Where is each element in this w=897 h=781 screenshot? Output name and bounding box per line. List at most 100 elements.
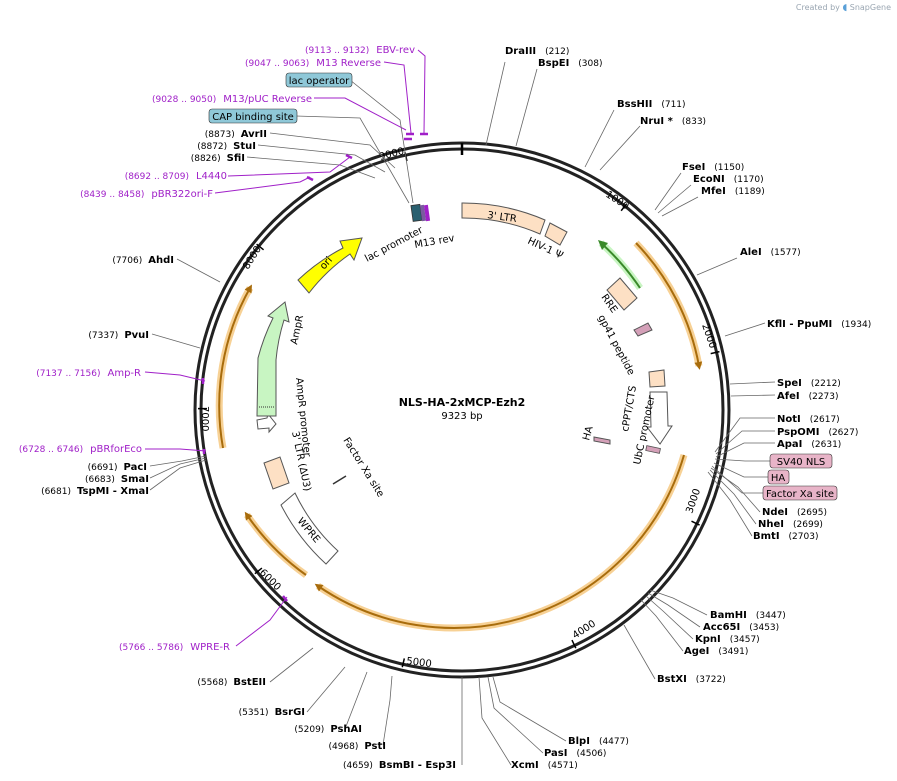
- enzyme-site-32[interactable]: PacI(6691): [88, 462, 147, 473]
- primer-0[interactable]: EBV-rev(9113 .. 9132): [305, 45, 415, 56]
- snapgene-logo-icon: ◖: [842, 3, 848, 13]
- primer-2[interactable]: M13/pUC Reverse(9028 .. 9050): [152, 94, 312, 105]
- feature-ha: [593, 436, 611, 445]
- enzyme-site-37[interactable]: AvrII(8873): [205, 129, 267, 140]
- label-ha: HA: [581, 425, 595, 442]
- enzyme-name: SmaI: [121, 474, 149, 485]
- enzyme-name: BstEII: [233, 677, 266, 688]
- enzyme-name: MfeI: [701, 186, 726, 197]
- enzyme-name: AfeI: [777, 391, 800, 402]
- enzyme-site-2[interactable]: BssHII(711): [617, 99, 686, 110]
- enzyme-position: (8826): [191, 154, 221, 164]
- arc-orf-right: [633, 240, 703, 367]
- enzyme-site-17[interactable]: BamHI(3447): [710, 610, 786, 621]
- enzyme-site-7[interactable]: AleI(1577): [740, 247, 801, 258]
- enzyme-site-18[interactable]: Acc65I(3453): [703, 622, 779, 633]
- enzyme-site-34[interactable]: AhdI(7706): [112, 255, 174, 266]
- enzyme-site-23[interactable]: PasI(4506): [544, 748, 606, 759]
- enzyme-site-36[interactable]: StuI(8872): [197, 141, 256, 152]
- enzyme-site-13[interactable]: ApaI(2631): [777, 439, 841, 450]
- enzyme-site-28[interactable]: BsrGI(5351): [239, 707, 305, 718]
- enzyme-site-1[interactable]: BspEI(308): [538, 58, 603, 69]
- enzyme-site-5[interactable]: EcoNI(1170): [693, 174, 764, 185]
- enzyme-name: SpeI: [777, 378, 802, 389]
- feature-rre: [606, 277, 638, 311]
- primer-name: WPRE-R: [190, 642, 230, 653]
- enzyme-position: (212): [545, 47, 569, 57]
- plasmid-name: NLS-HA-2xMCP-Ezh2: [399, 396, 526, 409]
- enzyme-site-24[interactable]: XcmI(4571): [511, 760, 578, 771]
- enzyme-site-0[interactable]: DraIII (212): [505, 46, 569, 57]
- primer-5[interactable]: Amp-R(7137 .. 7156): [36, 368, 141, 379]
- primer-7[interactable]: WPRE-R (5766 .. 5786): [119, 642, 230, 653]
- enzyme-site-9[interactable]: SpeI(2212): [777, 378, 841, 389]
- enzyme-site-6[interactable]: MfeI (1189): [701, 186, 765, 197]
- enzyme-site-29[interactable]: BstEII(5568): [197, 677, 266, 688]
- enzyme-site-22[interactable]: BlpI (4477): [568, 736, 629, 747]
- primer-name: M13/pUC Reverse: [223, 94, 312, 105]
- enzyme-site-27[interactable]: PshAI(5209): [294, 724, 362, 735]
- enzyme-position: (1189): [735, 187, 765, 197]
- enzyme-site-15[interactable]: NheI(2699): [758, 519, 823, 530]
- enzyme-site-4[interactable]: FseI (1150): [682, 162, 744, 173]
- enzyme-site-20[interactable]: AgeI(3491): [684, 646, 748, 657]
- enzyme-position: (308): [578, 59, 602, 69]
- primer-1[interactable]: M13 Reverse(9047 .. 9063): [245, 58, 381, 69]
- enzyme-site-19[interactable]: KpnI(3457): [695, 634, 760, 645]
- enzyme-name: StuI: [233, 141, 256, 152]
- primer-6[interactable]: pBRforEco(6728 .. 6746): [19, 444, 142, 455]
- tick-label-6000: 6000: [257, 567, 283, 593]
- enzyme-site-31[interactable]: SmaI (6683): [85, 474, 149, 485]
- arc-ezh2-line: [314, 454, 685, 629]
- enzyme-site-30[interactable]: TspMI - XmaI(6681): [41, 486, 149, 497]
- enzyme-site-14[interactable]: NdeI(2695): [762, 507, 827, 518]
- label-factor-xa: Factor Xa site: [340, 436, 385, 500]
- enzyme-site-3[interactable]: NruI *(833): [640, 116, 706, 127]
- feature-ubc-promoter: [645, 391, 673, 445]
- enzyme-position: (7337): [88, 331, 118, 341]
- enzyme-position: (6683): [85, 475, 115, 485]
- enzyme-site-33[interactable]: PvuI(7337): [88, 330, 149, 341]
- primer-3[interactable]: L4440(8692 .. 8709): [125, 171, 227, 182]
- feature-factor-xa: [332, 475, 347, 485]
- feature-ampr: [256, 301, 290, 417]
- enzyme-name: EcoNI: [693, 174, 725, 185]
- enzyme-name: PstI: [364, 741, 386, 752]
- feature-ori: [297, 237, 363, 294]
- enzyme-name: SfiI: [227, 153, 245, 164]
- enzyme-site-25[interactable]: BsmBI - Esp3I(4659): [343, 760, 456, 771]
- enzyme-site-16[interactable]: BmtI(2703): [753, 531, 818, 542]
- primer-name: EBV-rev: [376, 45, 415, 56]
- enzyme-site-35[interactable]: SfiI (8826): [191, 153, 245, 164]
- tick-mark-4000: [571, 639, 577, 649]
- enzyme-name: PspOMI: [777, 427, 819, 438]
- enzyme-site-21[interactable]: BstXI(3722): [657, 674, 726, 685]
- primer-4[interactable]: pBR322ori-F(8439 .. 8458): [80, 189, 213, 200]
- enzyme-site-10[interactable]: AfeI(2273): [777, 391, 839, 402]
- enzyme-position: (4968): [328, 742, 358, 752]
- primer-marks: [201, 132, 428, 602]
- enzyme-position: (4477): [599, 737, 629, 747]
- enzyme-position: (2631): [811, 440, 841, 450]
- feature-wpre: [280, 492, 339, 565]
- arc-left-upper: [215, 286, 254, 449]
- enzyme-site-8[interactable]: KflI - PpuMI(1934): [767, 319, 871, 330]
- enzyme-position: (4571): [548, 761, 578, 771]
- enzyme-site-12[interactable]: PspOMI(2627): [777, 427, 858, 438]
- enzyme-position: (5351): [239, 708, 269, 718]
- primer-range: (8439 .. 8458): [80, 190, 144, 200]
- enzyme-position: (6691): [88, 463, 118, 473]
- enzyme-site-26[interactable]: PstI (4968): [328, 741, 386, 752]
- enzyme-position: (2617): [810, 415, 840, 425]
- enzyme-name: NotI: [777, 414, 801, 425]
- tick-label-3000: 3000: [684, 487, 703, 515]
- primer-range: (5766 .. 5786): [119, 643, 183, 653]
- enzyme-site-11[interactable]: NotI (2617): [777, 414, 840, 425]
- enzyme-name: AvrII: [241, 129, 267, 140]
- enzyme-position: (1150): [714, 163, 744, 173]
- primer-range: (6728 .. 6746): [19, 445, 83, 455]
- enzyme-name: DraIII: [505, 46, 536, 57]
- enzyme-name: BlpI: [568, 736, 590, 747]
- enzyme-name: FseI: [682, 162, 705, 173]
